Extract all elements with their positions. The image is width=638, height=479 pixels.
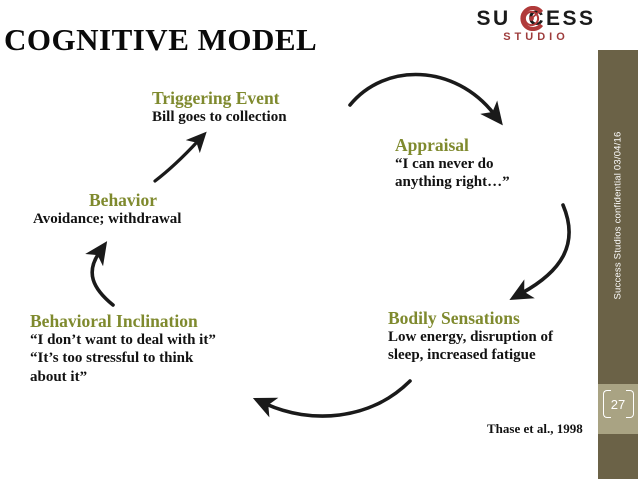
behavioral-inclination-line2: “It’s too stressful to think <box>30 350 194 367</box>
page-number: 27 <box>610 397 626 412</box>
arrow-appraisal-to-bodily <box>509 203 571 300</box>
arrow-bodily-to-inclination <box>252 379 412 418</box>
citation-reference: Thase et al., 1998 <box>487 421 583 436</box>
bodily-sensations-line2: sleep, increased fatigue <box>388 347 536 364</box>
page-bracket-left-icon <box>603 390 611 418</box>
bullseye-target-icon <box>520 6 544 31</box>
logo-subtitle: STUDIO <box>503 31 569 43</box>
slide-sidebar: Success Studios confidential 03/04/16 27 <box>598 50 638 479</box>
appraisal-line1: “I can never do <box>395 156 494 173</box>
behavioral-inclination-line3: about it” <box>30 368 88 385</box>
triggering-event-heading: Triggering Event <box>152 88 280 108</box>
logo-word-after: CESS <box>528 7 596 30</box>
node-behavior: Behavior Avoidance; withdrawal <box>33 190 181 228</box>
logo-wordmark: SUCCESS <box>466 7 606 31</box>
appraisal-line2: anything right…” <box>395 174 510 191</box>
arrow-inclination-to-behavior <box>85 241 115 307</box>
bodily-sensations-line1: Low energy, disruption of <box>388 329 554 346</box>
node-bodily-sensations: Bodily Sensations Low energy, disruption… <box>388 308 553 365</box>
bodily-sensations-heading: Bodily Sensations <box>388 308 520 328</box>
behavior-heading: Behavior <box>89 190 158 210</box>
node-behavioral-inclination: Behavioral Inclination “I don’t want to … <box>30 311 216 386</box>
logo-word-before: SU <box>476 7 511 30</box>
behavioral-inclination-line1: “I don’t want to deal with it” <box>30 332 216 349</box>
page-title: COGNITIVE MODEL <box>4 22 318 57</box>
node-appraisal: Appraisal “I can never do anything right… <box>395 135 510 192</box>
triggering-event-line1: Bill goes to collection <box>152 109 287 126</box>
arrow-trigger-to-appraisal <box>348 72 503 126</box>
behavior-line1: Avoidance; withdrawal <box>33 211 182 228</box>
sidebar-confidential-text: Success Studios confidential 03/04/16 <box>612 131 624 300</box>
arrow-behavior-to-trigger <box>153 131 207 183</box>
behavioral-inclination-heading: Behavioral Inclination <box>30 311 198 331</box>
appraisal-heading: Appraisal <box>395 135 469 155</box>
page-bracket-right-icon <box>626 390 634 418</box>
success-studio-logo: SUCCESS STUDIO <box>466 2 606 48</box>
node-triggering-event: Triggering Event Bill goes to collection <box>152 88 287 126</box>
